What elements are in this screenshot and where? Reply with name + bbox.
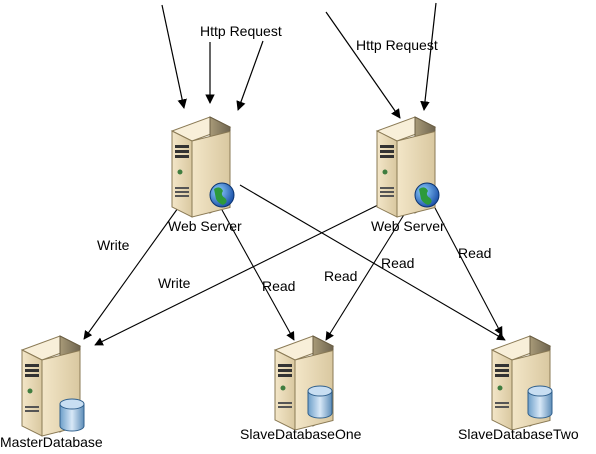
http-request-label-right: Http Request (356, 37, 438, 53)
write-label-right: Write (158, 275, 191, 291)
http-request-label-left: Http Request (200, 23, 282, 39)
read-label-right-two: Read (381, 255, 414, 271)
database-cylinder-icon (59, 398, 85, 432)
incoming-request-arrows (161, 2, 437, 119)
master-database (20, 335, 85, 437)
database-cylinder-icon (307, 385, 333, 419)
request-arrow (161, 4, 187, 109)
request-arrow (236, 40, 264, 111)
connection-edges (83, 184, 506, 346)
read-label-right-one: Read (324, 268, 357, 284)
slave-database-two (490, 335, 553, 431)
read-edge-right-slave-two (434, 207, 503, 336)
read-label-left: Read (262, 278, 295, 294)
write-edge-left (83, 207, 179, 340)
slave-database-one-label: SlaveDatabaseOne (240, 426, 362, 442)
request-arrow (420, 2, 437, 111)
read-edge-left-slave-one (221, 209, 295, 341)
read-edge-right-slave-one (325, 204, 411, 341)
master-database-label: MasterDatabase (0, 434, 103, 450)
globe-icon (414, 182, 440, 208)
web-server-right-label: Web Server (371, 218, 445, 234)
globe-icon (209, 182, 235, 208)
request-arrow (325, 11, 401, 119)
slave-database-two-label: SlaveDatabaseTwo (458, 426, 579, 442)
write-edge-right (94, 204, 379, 346)
web-server-right (375, 116, 440, 218)
web-server-left (170, 116, 235, 218)
web-server-left-label: Web Server (168, 218, 242, 234)
database-cylinder-icon (527, 385, 553, 419)
write-label-left: Write (97, 237, 130, 253)
read-edge-left-slave-two (239, 184, 506, 341)
slave-database-one (273, 335, 335, 431)
read-label-right-three: Read (458, 245, 491, 261)
